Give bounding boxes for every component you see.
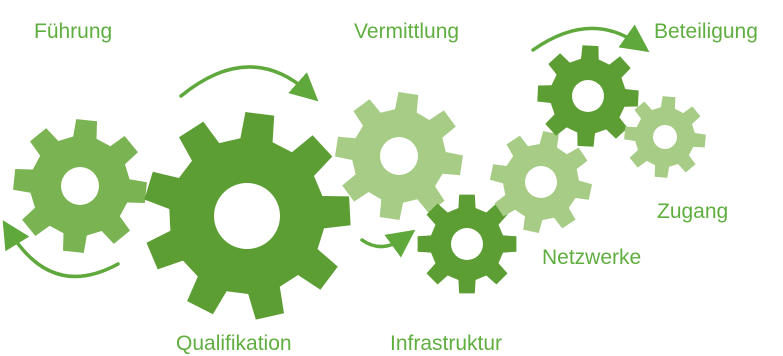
rotation-arrow-infrastruktur	[360, 229, 416, 258]
rotation-arrow-beteiligung	[531, 24, 650, 53]
gear-beteiligung	[537, 45, 639, 147]
label-zugang: Zugang	[657, 200, 728, 223]
gear-fuehrung	[13, 119, 147, 253]
label-qualifikation: Qualifikation	[176, 332, 292, 355]
rotation-arrow-fuehrung	[2, 220, 120, 279]
label-vermittlung: Vermittlung	[354, 20, 459, 43]
label-beteiligung: Beteiligung	[654, 20, 758, 43]
label-netzwerke: Netzwerke	[542, 246, 641, 269]
gear-zugang	[624, 96, 706, 178]
rotation-arrow-qualifikation	[179, 65, 319, 102]
gear-qualifikation	[144, 112, 351, 320]
label-fuehrung: Führung	[34, 20, 112, 43]
label-infrastruktur: Infrastruktur	[390, 332, 502, 355]
gear-netzwerke	[490, 131, 592, 233]
gear-vermittlung	[335, 92, 463, 220]
gear-infrastruktur	[417, 194, 517, 294]
